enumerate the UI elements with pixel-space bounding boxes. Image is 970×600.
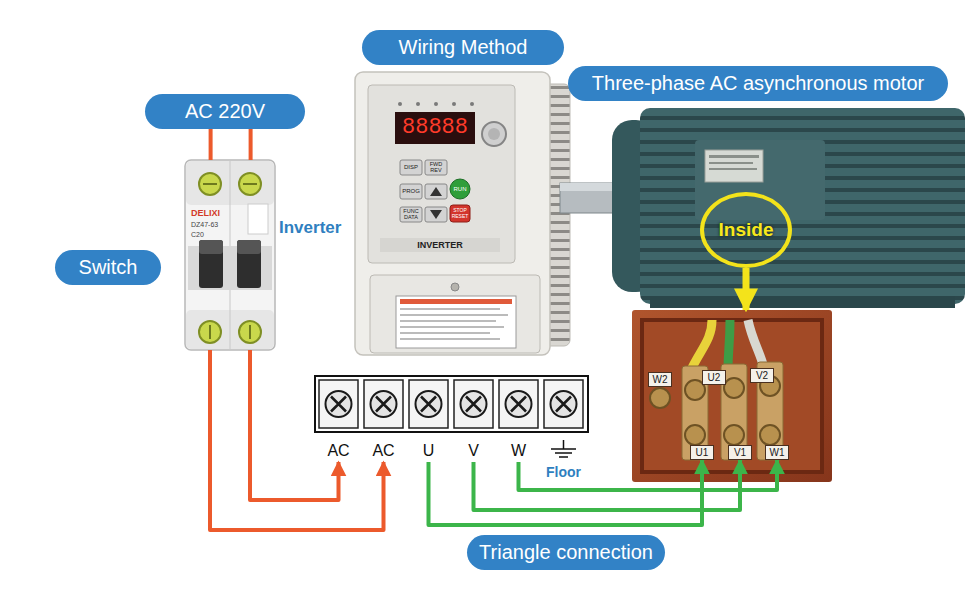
key-label: STOP RESET: [450, 207, 470, 219]
terminal-tag: V2: [750, 368, 774, 383]
model-text: DZ47-63: [191, 221, 251, 229]
terminal-tag: U2: [702, 370, 726, 385]
ground-terminal: Floor: [541, 378, 586, 482]
terminal-box-photo: [632, 310, 832, 482]
terminal-box: W2 U2 V2U1 V1 W1: [632, 310, 832, 482]
inverter-body: [355, 72, 570, 355]
node-text: U1: [696, 447, 709, 459]
node-text: Three-phase AC asynchronous motor: [592, 72, 924, 95]
wire-connector: [519, 460, 778, 490]
wire-connector: [474, 460, 741, 510]
circuit-breaker: DELIXI DZ47-63C20: [185, 160, 275, 350]
inverter-caption: Inverter: [279, 218, 353, 238]
wire-connector: [249, 129, 253, 160]
motor-body: [560, 108, 965, 308]
node-text: W: [511, 442, 526, 460]
display-digits: 88888: [397, 114, 473, 142]
wire-connector: [250, 350, 339, 500]
terminal-tag: U1: [690, 445, 714, 460]
inside-callout: Inside: [700, 192, 792, 268]
terminal-slot: AC: [316, 378, 361, 462]
node-text: Floor: [546, 464, 581, 480]
breaker-body: [185, 160, 275, 350]
node-text: AC 220V: [185, 100, 265, 123]
node-text: Triangle connection: [479, 541, 653, 564]
node-text: AC: [327, 442, 349, 460]
key-label: FWD REV: [425, 161, 447, 173]
node-text: Switch: [79, 256, 138, 279]
brand-text: DELIXI: [191, 208, 251, 218]
terminal-tag: V1: [728, 445, 752, 460]
node-text: V: [468, 442, 479, 460]
connection-label-pill: Triangle connection: [467, 535, 665, 570]
wire-connector: [209, 129, 213, 160]
node-text: W2: [653, 374, 668, 386]
inverter-badge: INVERTER: [380, 239, 500, 251]
ground-symbol: [551, 440, 576, 457]
node-text: V1: [734, 447, 746, 459]
supply-label-pill: AC 220V: [145, 94, 305, 129]
terminal-strip: [315, 376, 588, 432]
key-label: PROG: [400, 188, 422, 195]
terminal-slot: AC: [361, 378, 406, 462]
node-text: V2: [756, 370, 768, 382]
key-label: FUNC DATA: [400, 208, 422, 220]
terminal-tag: W2: [648, 372, 672, 387]
wire-connector: [429, 460, 703, 525]
motor-label-pill: Three-phase AC asynchronous motor: [568, 66, 948, 101]
node-text: W1: [770, 447, 785, 459]
terminal-slot: U: [406, 378, 451, 462]
wire-connector: [210, 350, 384, 530]
node-text: AC: [372, 442, 394, 460]
title-pill: Wiring Method: [362, 30, 564, 65]
key-label: DISP: [400, 164, 422, 171]
node-text: Inside: [719, 219, 774, 241]
terminal-tag: W1: [765, 445, 789, 460]
rating-text: C20: [191, 231, 231, 239]
node-text: U2: [708, 372, 721, 384]
terminal-slot: W: [496, 378, 541, 462]
node-text: Wiring Method: [399, 36, 528, 59]
wire-connector: [743, 268, 750, 310]
switch-label-pill: Switch: [55, 250, 161, 285]
terminal-slot: V: [451, 378, 496, 462]
node-text: U: [423, 442, 435, 460]
key-label: RUN: [450, 186, 470, 193]
